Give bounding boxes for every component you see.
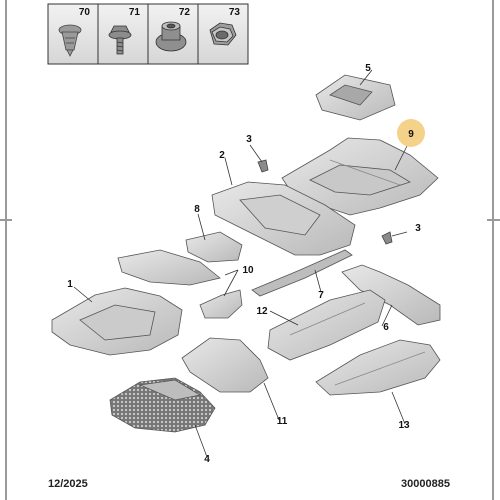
callout-4: 4: [204, 454, 210, 465]
callout-3-right: 3: [415, 223, 421, 234]
part-3-clip-b: [381, 231, 393, 245]
part-7-shape: [251, 249, 353, 297]
callout-8: 8: [194, 204, 200, 215]
callout-9: 9: [408, 129, 414, 140]
callout-7: 7: [318, 290, 324, 301]
callout-6: 6: [383, 322, 389, 333]
hex-nut-icon: [209, 22, 237, 46]
part-11-shape: [181, 337, 269, 393]
part-5-shape: [315, 74, 396, 121]
callout-3-top: 3: [246, 134, 252, 145]
screw-bolt-icon: [108, 25, 132, 55]
callout-11: 11: [277, 416, 288, 427]
part-1-shape: [51, 287, 183, 356]
part-10-shape-b: [199, 289, 243, 319]
part-2-shape: [211, 181, 356, 256]
callout-12: 12: [256, 306, 268, 317]
part-12-shape: [267, 289, 386, 361]
highlight-callout-9: [397, 119, 425, 147]
part-ref-71: 71: [129, 7, 141, 18]
footer-date: 12/2025: [48, 478, 88, 490]
push-clip-icon: [58, 24, 82, 57]
callout-2: 2: [219, 150, 225, 161]
part-ref-70: 70: [79, 7, 91, 18]
footer-code: 30000885: [401, 478, 450, 490]
part-4-shape: [109, 377, 216, 433]
part-10-shape-a: [117, 249, 221, 286]
part-9-shape: [281, 137, 439, 216]
part-ref-73: 73: [229, 7, 241, 18]
callout-13: 13: [398, 420, 410, 431]
callout-10: 10: [242, 265, 254, 276]
part-13-shape: [315, 339, 441, 396]
part-3-clip-a: [257, 159, 269, 173]
callout-1: 1: [67, 279, 73, 290]
leader-lines: [73, 69, 411, 458]
callout-5: 5: [365, 63, 371, 74]
flange-nut-icon: [155, 21, 187, 52]
header-parts-table: 70 71 72 73: [47, 3, 249, 65]
part-8-shape: [185, 231, 243, 263]
part-ref-72: 72: [179, 7, 191, 18]
